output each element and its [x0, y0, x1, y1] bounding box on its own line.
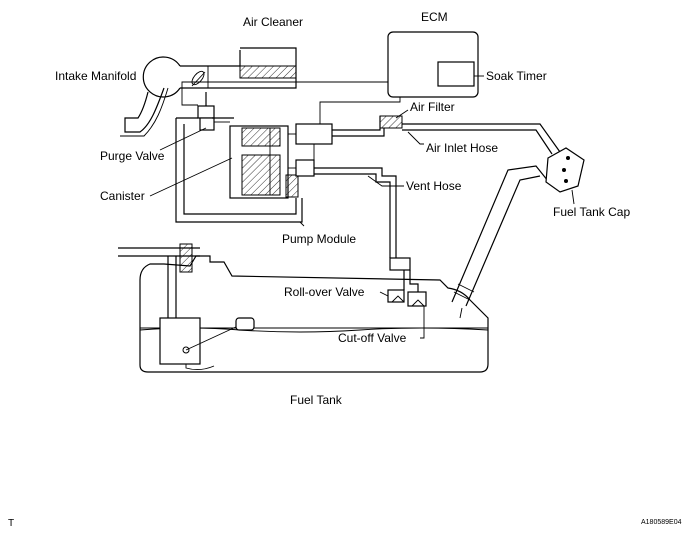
label-air-filter: Air Filter: [410, 100, 455, 114]
air-filter: [332, 115, 561, 155]
figure-code: A180589E04: [641, 519, 682, 526]
ecm-signal-line-purge: [181, 81, 388, 106]
rollover-valve: [387, 289, 405, 303]
label-canister: Canister: [100, 189, 145, 203]
filler-neck: [451, 165, 553, 319]
intake-manifold: [120, 56, 206, 137]
label-fuel-tank-cap: Fuel Tank Cap: [553, 205, 630, 219]
footer-mark: T: [8, 518, 14, 529]
ecm-box: [387, 31, 479, 98]
label-rollover-valve: Roll-over Valve: [284, 285, 365, 299]
canister: [229, 125, 299, 199]
label-vent-hose: Vent Hose: [406, 179, 462, 193]
label-purge-valve: Purge Valve: [100, 149, 165, 163]
ecm-signal-line-pump: [319, 97, 401, 124]
purge-valve: [197, 92, 215, 131]
fuel-tank-cap: [545, 147, 585, 193]
label-air-cleaner: Air Cleaner: [243, 15, 303, 29]
label-cutoff-valve: Cut-off Valve: [338, 331, 407, 345]
air-cleaner: [180, 47, 297, 89]
label-soak-timer: Soak Timer: [486, 69, 547, 83]
label-ecm: ECM: [421, 10, 448, 24]
leader-lines: [149, 75, 575, 339]
label-pump-module: Pump Module: [282, 232, 356, 246]
label-fuel-tank: Fuel Tank: [290, 393, 343, 407]
label-intake-manifold: Intake Manifold: [55, 69, 136, 83]
label-air-inlet-hose: Air Inlet Hose: [426, 141, 498, 155]
fuel-tank: [118, 243, 489, 373]
cutoff-valve: [407, 291, 427, 307]
